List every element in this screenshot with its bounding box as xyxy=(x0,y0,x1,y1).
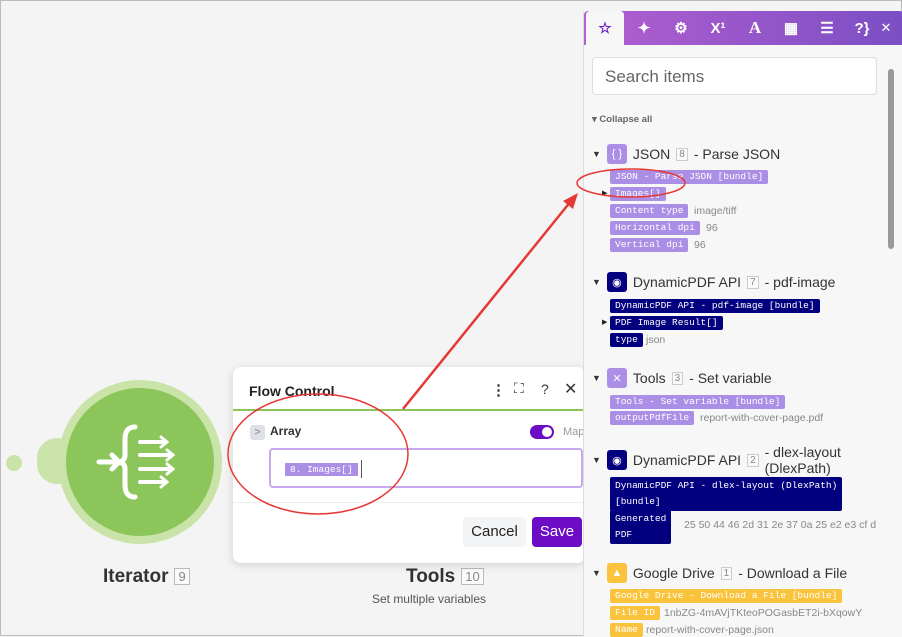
app-name: DynamicPDF API xyxy=(632,274,742,290)
section-header[interactable]: ▼ ◉ DynamicPDF API 7 - pdf-image xyxy=(592,272,835,292)
tab-ai-sparkle-icon[interactable]: ✦ xyxy=(637,20,651,37)
app-name: Google Drive xyxy=(632,565,715,581)
mapping-item[interactable]: DynamicPDF API - pdf-image [bundle] xyxy=(610,299,820,313)
collapse-all-label: Collapse all xyxy=(599,114,653,125)
module-action: - Download a File xyxy=(738,565,848,581)
app-icon: ◉ xyxy=(606,450,627,470)
expand-triangle-icon[interactable]: ▶ xyxy=(602,190,608,197)
highlight-ellipse xyxy=(227,393,409,515)
close-icon[interactable]: ✕ xyxy=(564,381,578,398)
annotation-arrow xyxy=(402,200,572,410)
section-header[interactable]: ▼ ▲ Google Drive 1 - Download a File xyxy=(592,563,847,583)
scrollbar-thumb[interactable] xyxy=(888,69,894,249)
app-icon: ▲ xyxy=(606,563,627,583)
tab-table-icon[interactable]: ☰ xyxy=(820,20,834,37)
help-icon[interactable]: ? xyxy=(541,381,549,397)
iterator-badge: 9 xyxy=(174,568,190,586)
mapping-item[interactable]: DynamicPDF API - dlex-layout (DlexPath)[… xyxy=(610,477,843,511)
caret-down-icon[interactable]: ▼ xyxy=(592,277,601,287)
tab-math-icon[interactable]: X¹ xyxy=(710,19,726,37)
item-value: report-with-cover-page.json xyxy=(646,624,774,636)
section-header[interactable]: ▼ ◉ DynamicPDF API 2 - dlex-layout(DlexPath) xyxy=(592,444,841,476)
panel-close-icon[interactable]: ✕ xyxy=(880,20,892,35)
dialog-title: Flow Control xyxy=(249,383,335,399)
mapping-item[interactable]: Tools - Set variable [bundle] xyxy=(610,395,786,409)
tab-text-icon[interactable]: A xyxy=(748,18,762,37)
item-value: 25 50 44 46 2d 31 2e 37 0a 25 e2 e3 cf d xyxy=(684,519,877,531)
mapping-item[interactable]: Name xyxy=(610,623,643,637)
item-value: 96 xyxy=(706,222,718,234)
collapse-all-button[interactable]: ▾ Collapse all xyxy=(592,114,653,125)
item-value: json xyxy=(646,334,666,346)
app-name: Tools xyxy=(632,370,666,386)
array-input[interactable]: 8. Images[] xyxy=(269,448,583,488)
module-number: 2 xyxy=(747,453,759,467)
mapping-panel: ☆ ✦ ⚙ X¹ A ▦ ☰ ?} ✕ Search items ▾ Colla… xyxy=(583,11,902,637)
mapping-item[interactable]: File ID xyxy=(610,606,660,620)
mapping-item[interactable]: Google Drive - Download a File [bundle] xyxy=(610,589,843,603)
divider xyxy=(233,502,585,503)
app-name: DynamicPDF API xyxy=(632,452,742,468)
mapping-item[interactable]: outputPdfFile xyxy=(610,411,695,425)
module-number: 7 xyxy=(747,275,759,289)
caret-down-icon[interactable]: ▼ xyxy=(592,373,601,383)
module-action: - pdf-image xyxy=(764,274,836,290)
mapping-item[interactable]: Horizontal dpi xyxy=(610,221,700,235)
mapping-item[interactable]: Content type xyxy=(610,204,689,218)
tools-badge: 10 xyxy=(461,568,484,586)
tools-subtitle: Set multiple variables xyxy=(371,592,487,606)
expand-triangle-icon[interactable]: ▶ xyxy=(602,319,608,326)
module-number: 1 xyxy=(720,566,733,580)
tab-favorites-star-icon[interactable]: ☆ xyxy=(586,11,624,45)
mapped-value-pill[interactable]: 8. Images[] xyxy=(285,463,358,476)
module-number: 3 xyxy=(671,371,684,385)
iterator-name: Iterator xyxy=(103,566,169,587)
caret-down-icon[interactable]: ▼ xyxy=(592,568,601,578)
mapping-item[interactable]: JSON - Parse JSON [bundle] xyxy=(610,170,769,184)
array-label: Array xyxy=(270,424,302,438)
caret-down-icon[interactable]: ▼ xyxy=(592,149,601,159)
mapping-item[interactable]: Vertical dpi xyxy=(610,238,689,252)
mapping-item[interactable]: type xyxy=(610,333,643,347)
tab-settings-gear-icon[interactable]: ⚙ xyxy=(674,20,688,37)
module-action: - Set variable xyxy=(689,370,772,386)
app-name: JSON xyxy=(632,146,671,162)
search-input[interactable]: Search items xyxy=(592,57,877,95)
item-value: image/tiff xyxy=(694,205,737,217)
iterator-label: Iterator 9 xyxy=(103,566,190,588)
save-button[interactable]: Save xyxy=(532,517,582,547)
iterator-input-handle[interactable] xyxy=(6,455,22,471)
tab-calendar-icon[interactable]: ▦ xyxy=(783,20,799,37)
item-value: 96 xyxy=(694,239,706,251)
more-icon[interactable]: ⋮ xyxy=(491,382,506,399)
app-icon: ◉ xyxy=(606,272,627,292)
expand-icon[interactable]: ⛶ xyxy=(514,380,524,396)
map-label: Map xyxy=(563,426,585,438)
app-icon: { } xyxy=(606,144,627,164)
divider xyxy=(233,409,585,411)
chevron-right-icon[interactable]: > xyxy=(250,425,265,440)
text-cursor xyxy=(361,460,362,478)
tools-name: Tools xyxy=(406,566,456,587)
arrowhead xyxy=(563,193,578,209)
map-toggle[interactable] xyxy=(530,425,554,439)
module-number: 8 xyxy=(676,147,688,161)
iterator-icon xyxy=(66,388,214,536)
item-value: 1nbZG-4mAVjTKteoPOGasbET2i-bXqowY xyxy=(664,607,863,619)
caret-down-icon[interactable]: ▼ xyxy=(592,455,601,465)
tab-custom-functions-icon[interactable]: ?} xyxy=(854,19,870,37)
module-action: - Parse JSON xyxy=(693,146,781,162)
tools-label: Tools 10 xyxy=(406,566,484,588)
mapping-item[interactable]: PDF Image Result[] xyxy=(610,316,723,330)
highlight-ellipse xyxy=(576,168,686,198)
app-icon: ✕ xyxy=(606,368,627,388)
section-header[interactable]: ▼ ✕ Tools 3 - Set variable xyxy=(592,368,772,388)
section-header[interactable]: ▼ { } JSON 8 - Parse JSON xyxy=(592,144,780,164)
cancel-button[interactable]: Cancel xyxy=(463,517,526,547)
panel-tabs: ☆ ✦ ⚙ X¹ A ▦ ☰ ?} ✕ xyxy=(584,11,902,45)
module-action: - dlex-layout(DlexPath) xyxy=(764,444,841,476)
item-value: report-with-cover-page.pdf xyxy=(700,412,824,424)
